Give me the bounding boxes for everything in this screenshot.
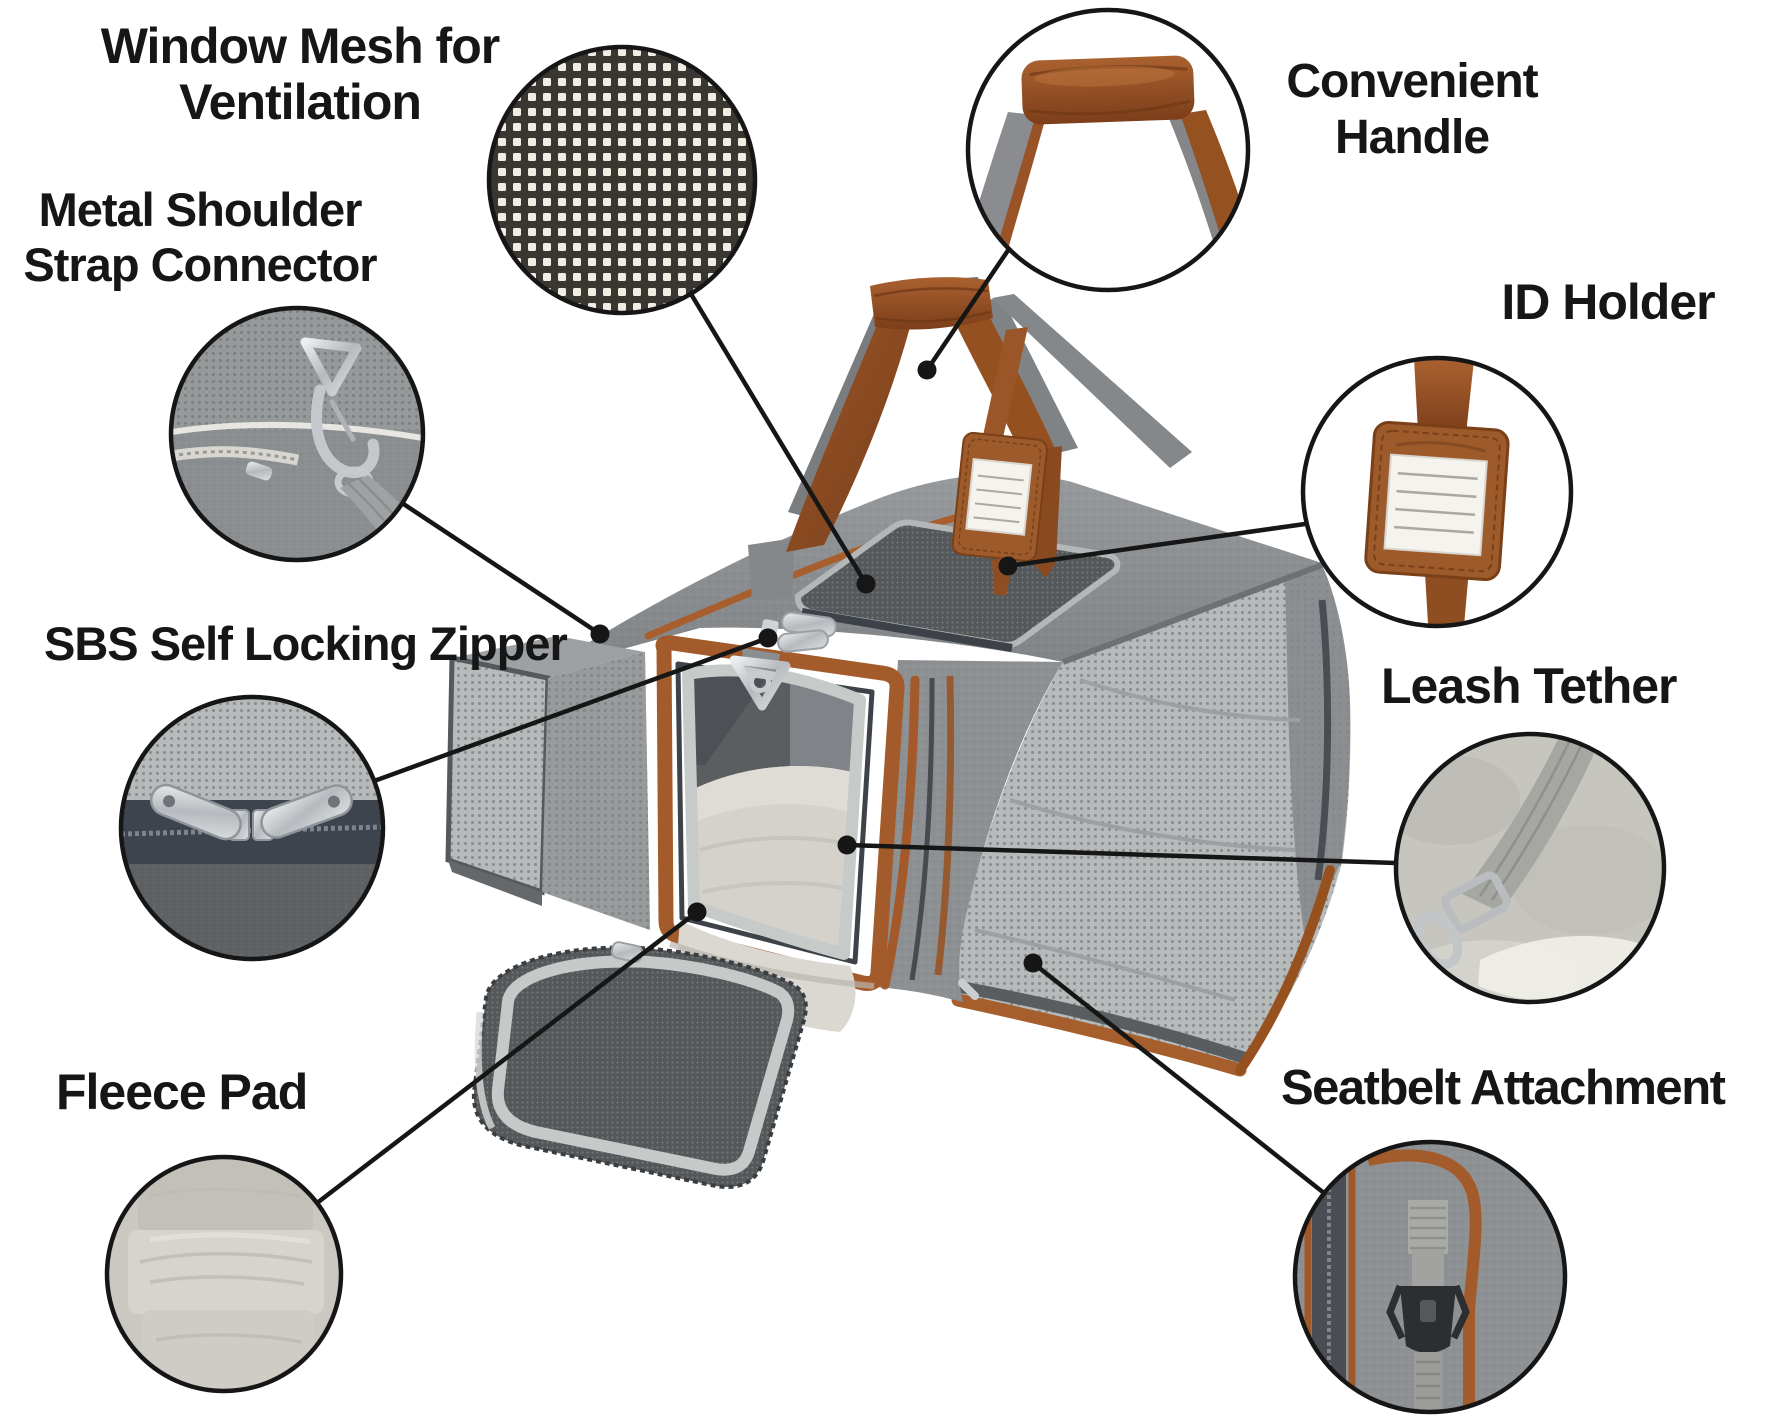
callout-dot-window-mesh: [856, 574, 876, 594]
callout-dots: [590, 360, 1043, 973]
callout-dot-leash: [837, 835, 857, 855]
left-strap-tab: [748, 538, 795, 600]
callout-dot-handle: [917, 360, 937, 380]
leash-tether-callout: [1393, 731, 1667, 1005]
fleece-slab-bottom: [142, 1310, 314, 1388]
callout-lines: [315, 241, 1397, 1205]
left-expansion: [445, 636, 650, 930]
fleece-pad-callout: [104, 1154, 344, 1394]
seatbelt-strap-zoom: [1386, 1200, 1470, 1412]
fleece-slab-top: [138, 1157, 313, 1233]
sbs-zipper-callout: [118, 694, 386, 962]
fleece-pad-interior: [690, 765, 852, 956]
id-holder-label: ID Holder: [1501, 274, 1715, 330]
callout-dot-id-holder: [998, 556, 1018, 576]
corner-zip-pull-icon: [958, 979, 979, 1000]
pet-carrier-illustration: [445, 277, 1351, 1189]
id-tag-zoom: [1364, 420, 1510, 582]
metal-connector-label-line2: Strap Connector: [23, 238, 377, 291]
handle-wrap-zoom: [1021, 55, 1195, 125]
callout-line-sbs-zipper: [373, 635, 769, 784]
convenient-handle-label: Convenient Handle: [1262, 54, 1562, 166]
window-mesh-label: Window Mesh for Ventilation: [80, 18, 520, 130]
convenient-handle-callout: [965, 7, 1251, 293]
sbs-zipper-label: SBS Self Locking Zipper: [44, 617, 568, 670]
seatbelt-attachment-label: Seatbelt Attachment: [1281, 1061, 1726, 1115]
open-door-flap: [471, 941, 808, 1189]
callout-line-handle: [925, 241, 1015, 372]
callout-dot-seatbelt: [1023, 953, 1043, 973]
convenient-handle-label-line1: Convenient: [1286, 55, 1538, 108]
gray-shoulder-strap: [992, 294, 1192, 468]
callout-line-fleece: [315, 910, 699, 1205]
window-mesh-label-line2: Ventilation: [179, 74, 422, 130]
metal-connector-callout: [168, 305, 426, 563]
callout-line-id-holder: [1007, 521, 1306, 569]
callout-dot-fleece: [687, 902, 707, 922]
id-tag: [951, 327, 1048, 596]
right-expansion-mesh: [948, 562, 1351, 1077]
carrier-straps: [748, 277, 1192, 600]
callout-dot-sbs-zipper: [758, 628, 778, 648]
left-expansion-mesh: [445, 654, 551, 896]
leash-tether-label: Leash Tether: [1381, 658, 1677, 714]
right-end-panel: [1285, 565, 1351, 940]
flap-binding: [491, 955, 795, 1176]
convenient-handle-label-line2: Handle: [1334, 111, 1490, 164]
callout-dot-metal-connector: [590, 624, 610, 644]
callout-line-leash: [846, 842, 1397, 866]
shoulder-strap-d-ring: [729, 648, 791, 711]
metal-connector-label-line1: Metal Shoulder: [38, 183, 363, 236]
fleece-pad-label: Fleece Pad: [56, 1064, 308, 1120]
corner-piping-zoom: [1366, 1149, 1482, 1412]
callout-line-metal-connector: [400, 501, 602, 636]
metal-connector-label: Metal Shoulder Strap Connector: [5, 182, 395, 292]
callout-line-seatbelt: [1031, 961, 1326, 1195]
seatbelt-callout: [1292, 1139, 1568, 1415]
callout-line-window-mesh: [689, 292, 868, 586]
left-handle-strap: [786, 312, 914, 552]
top-zipper-track: [801, 608, 1013, 652]
bottom-piping: [951, 993, 1247, 1077]
front-panel: [872, 660, 1063, 1002]
id-holder-callout: [1300, 355, 1574, 629]
window-mesh-callout: [486, 44, 758, 316]
zipper-pulls-zoom: [149, 783, 353, 841]
fleece-slab-middle: [128, 1230, 324, 1314]
window-mesh-label-line1: Window Mesh for: [100, 18, 500, 74]
